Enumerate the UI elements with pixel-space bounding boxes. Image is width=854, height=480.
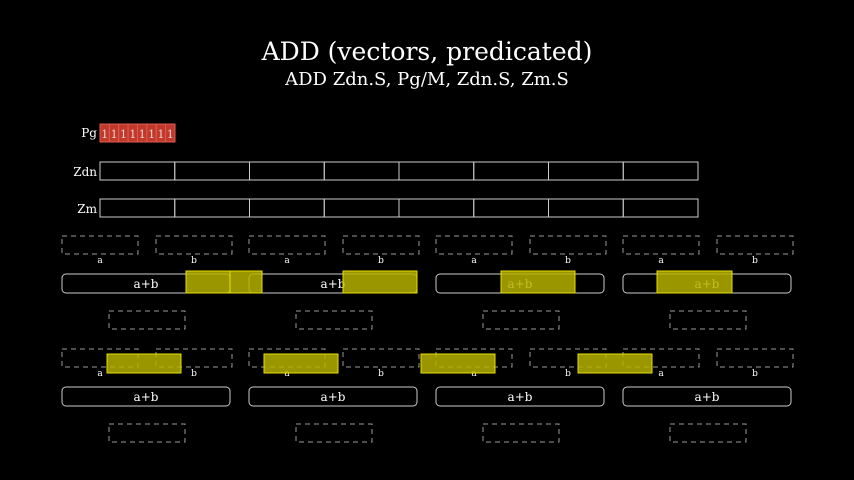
dashed-operand-box <box>716 235 794 255</box>
moving-element-highlight <box>656 270 733 294</box>
add-operation-label: a+b <box>321 277 346 291</box>
pg-bit-value: 1 <box>129 128 136 141</box>
zdn-lane <box>398 161 475 181</box>
pg-bit-value: 1 <box>139 128 146 141</box>
zm-register <box>99 198 699 218</box>
pg-bit-value: 1 <box>111 128 118 141</box>
pg-bit-cell <box>165 123 176 143</box>
add-operation-box <box>435 386 605 407</box>
zdn-register-label: Zdn <box>73 165 97 179</box>
zdn-lane <box>323 161 400 181</box>
operand-a-label: a <box>658 256 664 266</box>
moving-element-highlight <box>185 270 231 294</box>
dashed-operand-box <box>295 310 373 330</box>
zdn-lane <box>174 161 250 181</box>
operand-a-label: a <box>284 369 290 379</box>
add-operation-label: a+b <box>695 390 720 404</box>
operand-b-label: b <box>565 369 571 379</box>
zm-lane <box>323 198 400 218</box>
operand-b-label: b <box>191 369 197 379</box>
highlight-overlays <box>106 270 733 374</box>
add-operation-label: a+b <box>321 390 346 404</box>
operand-b-label: b <box>752 369 758 379</box>
dashed-operand-box <box>248 235 326 255</box>
pg-bit-value: 1 <box>148 128 155 141</box>
add-operation-box <box>61 386 231 407</box>
dashed-operand-box <box>155 348 233 368</box>
dashed-operand-box <box>342 235 420 255</box>
add-operation-box <box>248 386 418 407</box>
zdn-lane <box>473 161 549 181</box>
dashed-operand-box <box>716 348 794 368</box>
dashed-operand-box <box>155 235 233 255</box>
dashed-operand-box <box>435 235 513 255</box>
operand-b-label: b <box>378 256 384 266</box>
add-operation-label: a+b <box>508 390 533 404</box>
zm-register-label: Zm <box>77 202 97 216</box>
operand-a-label: a <box>471 256 477 266</box>
add-operation-label: a+b <box>134 390 159 404</box>
zm-lane <box>174 198 250 218</box>
operand-b-label: b <box>565 256 571 266</box>
moving-element-highlight <box>577 353 653 374</box>
zdn-lane <box>622 161 699 181</box>
dashed-operand-box <box>108 310 186 330</box>
zdn-lane <box>249 161 325 181</box>
pg-register-label: Pg <box>81 126 97 140</box>
moving-element-highlight <box>500 270 576 294</box>
add-operation-label: a+b <box>134 277 159 291</box>
dashed-operand-box <box>622 235 700 255</box>
dashed-operand-box <box>669 423 747 443</box>
moving-element-highlight <box>420 353 496 374</box>
moving-element-highlight <box>342 270 418 294</box>
dashed-operand-box <box>435 348 513 368</box>
moving-element-highlight <box>263 353 339 374</box>
dashed-operand-box <box>482 310 560 330</box>
zm-lane <box>548 198 624 218</box>
zm-lane <box>249 198 325 218</box>
dashed-operand-box <box>482 423 560 443</box>
zdn-register <box>99 161 699 181</box>
operand-b-label: b <box>378 369 384 379</box>
zm-lane <box>622 198 699 218</box>
diagram-title: ADD (vectors, predicated) <box>261 37 593 66</box>
operand-a-label: a <box>658 369 664 379</box>
zm-lane <box>398 198 475 218</box>
pg-bit-value: 1 <box>101 128 108 141</box>
instruction-syntax: ADD Zdn.S, Pg/M, Zdn.S, Zm.S <box>284 69 569 90</box>
dashed-operand-box <box>61 235 139 255</box>
dashed-operand-box <box>529 235 607 255</box>
moving-element-highlight <box>229 270 263 294</box>
add-operation-box <box>622 386 792 407</box>
pg-bit-value: 1 <box>157 128 164 141</box>
zm-lane <box>473 198 549 218</box>
dashed-operand-box <box>622 348 700 368</box>
operand-a-label: a <box>284 256 290 266</box>
operand-a-label: a <box>97 256 103 266</box>
dashed-operand-box <box>342 348 420 368</box>
zdn-lane <box>548 161 624 181</box>
zdn-lane <box>99 161 176 181</box>
pg-bit-value: 1 <box>167 128 174 141</box>
operand-b-label: b <box>752 256 758 266</box>
operand-a-label: a <box>97 369 103 379</box>
operand-a-label: a <box>471 369 477 379</box>
dashed-operand-box <box>108 423 186 443</box>
pg-bit-value: 1 <box>120 128 127 141</box>
operand-b-label: b <box>191 256 197 266</box>
dashed-operand-box <box>669 310 747 330</box>
zm-lane <box>99 198 176 218</box>
moving-element-highlight <box>106 353 182 374</box>
dashed-operand-box <box>295 423 373 443</box>
